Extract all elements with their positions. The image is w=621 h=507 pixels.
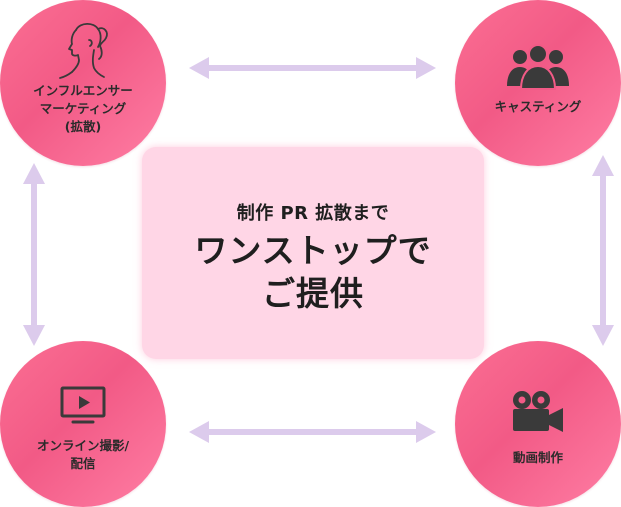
woman-profile-icon — [56, 20, 110, 84]
group-people-icon — [505, 42, 571, 94]
monitor-play-icon — [59, 385, 107, 429]
node-video-production: 動画制作 — [455, 341, 621, 507]
arrow-right-vertical — [592, 155, 614, 346]
video-label: 動画制作 — [512, 450, 563, 465]
node-influencer-marketing: インフルエンサー マーケティング (拡散) — [0, 0, 166, 166]
arrow-left-vertical — [23, 163, 45, 346]
center-subtitle: 制作 PR 拡散まで — [236, 203, 390, 224]
arrow-top-horizontal — [189, 57, 436, 79]
casting-label: キャスティング — [494, 99, 582, 114]
video-camera-icon — [509, 389, 567, 439]
node-casting: キャスティング — [455, 0, 621, 166]
center-summary-box: 制作 PR 拡散まで ワンストップで ご提供 — [142, 147, 484, 359]
node-online-streaming: オンライン撮影/ 配信 — [0, 341, 166, 507]
influencer-label: インフルエンサー マーケティング (拡散) — [33, 83, 133, 134]
center-headline: ワンストップで ご提供 — [194, 231, 432, 313]
online-label: オンライン撮影/ 配信 — [36, 438, 130, 471]
arrow-bottom-horizontal — [189, 421, 436, 443]
